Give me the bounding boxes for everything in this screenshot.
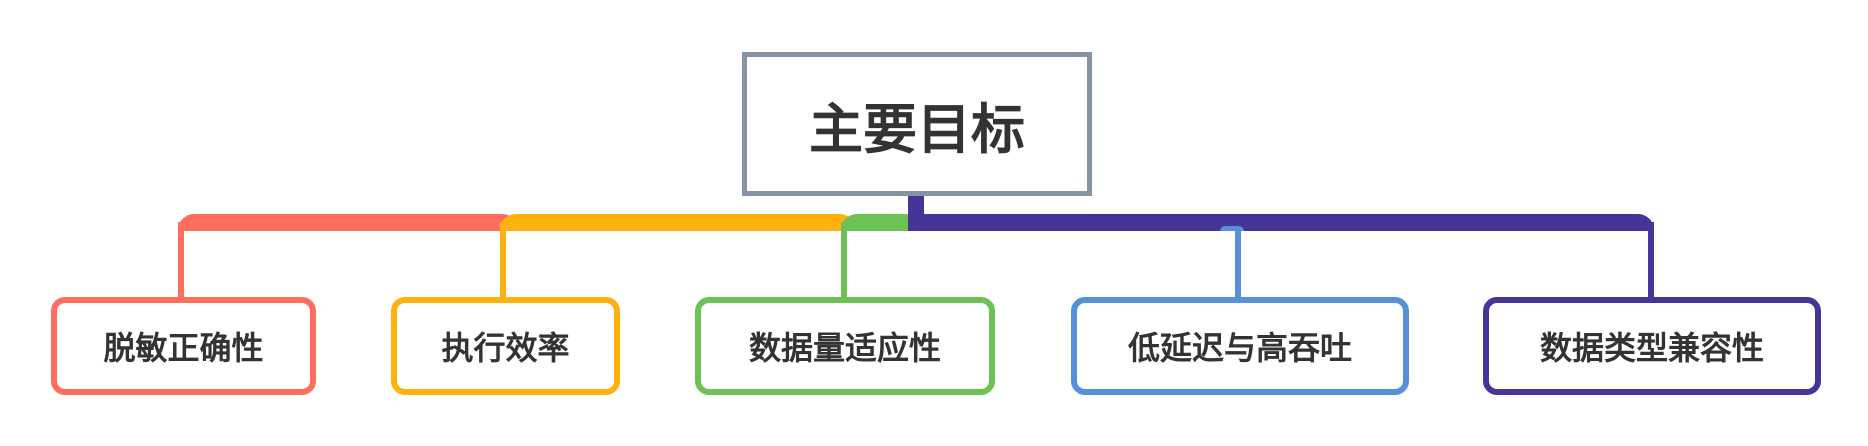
connector-line-3	[841, 222, 847, 302]
child-node-1[interactable]: 脱敏正确性	[51, 297, 316, 395]
connector-line-5	[1648, 222, 1654, 302]
connector-line-2	[500, 222, 506, 302]
connector-bar-3	[841, 214, 921, 231]
root-label: 主要目标	[809, 97, 1025, 161]
connector-bar-1	[178, 214, 518, 231]
connector-line-1	[178, 222, 184, 302]
child-label: 执行效率	[441, 329, 570, 367]
child-node-3[interactable]: 数据量适应性	[695, 297, 995, 395]
root-node[interactable]: 主要目标	[742, 52, 1092, 196]
child-node-4[interactable]: 低延迟与高吞吐	[1071, 297, 1409, 395]
child-label: 低延迟与高吞吐	[1127, 329, 1352, 367]
child-label: 数据类型兼容性	[1539, 329, 1764, 367]
child-node-5[interactable]: 数据类型兼容性	[1483, 297, 1821, 395]
child-label: 数据量适应性	[748, 329, 941, 367]
child-node-2[interactable]: 执行效率	[391, 297, 620, 395]
connector-line-4	[1235, 229, 1241, 299]
connector-bar-5	[908, 214, 1654, 231]
child-label: 脱敏正确性	[103, 329, 264, 367]
connector-bar-4	[1220, 226, 1244, 231]
connector-bar-2	[500, 214, 856, 231]
